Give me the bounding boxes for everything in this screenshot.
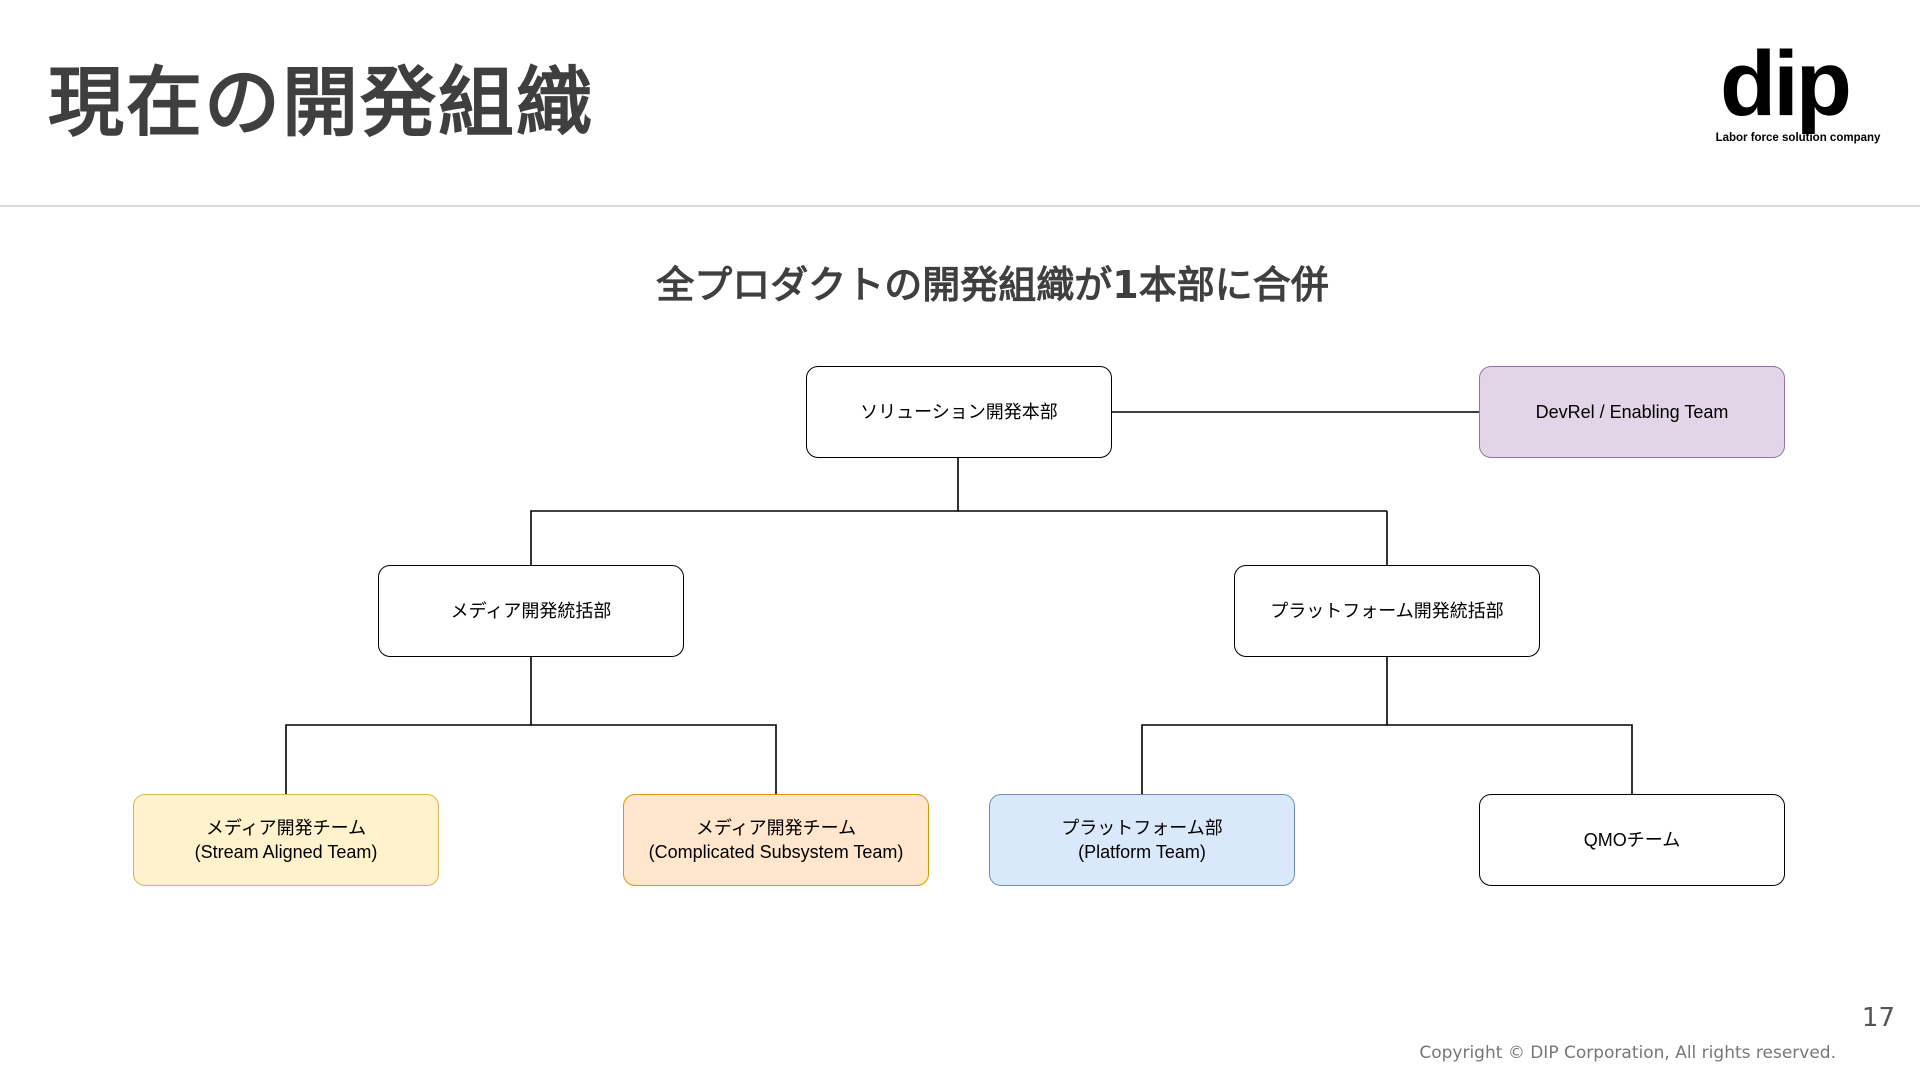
page-title: 現在の開発組織 [48, 58, 594, 147]
connector-media-complicated [531, 724, 777, 794]
logo-wordmark: dip [1720, 33, 1852, 135]
node-platform-team: プラットフォーム部 (Platform Team) [989, 794, 1295, 886]
node-solution-development-hq: ソリューション開発本部 [806, 366, 1112, 458]
node-sublabel: (Complicated Subsystem Team) [648, 842, 904, 862]
connector-platform-qmo [1387, 724, 1633, 794]
node-label: ソリューション開発本部 [860, 402, 1058, 422]
node-label: プラットフォーム部 [1061, 818, 1223, 838]
logo-tagline: Labor force solution company [1715, 132, 1881, 144]
node-media-stream-aligned-team: メディア開発チーム (Stream Aligned Team) [133, 794, 439, 886]
node-sublabel: (Stream Aligned Team) [194, 842, 378, 862]
node-label: メディア開発チーム [695, 818, 857, 838]
node-sublabel: (Platform Team) [1078, 842, 1206, 862]
connector-platform-teams [1141, 657, 1388, 794]
node-platform-division: プラットフォーム開発統括部 [1234, 565, 1540, 657]
node-label: メディア開発チーム [205, 818, 367, 838]
dip-logo: dip Labor force solution company [1700, 38, 1890, 148]
copyright-notice: Copyright © DIP Corporation, All rights … [1419, 1043, 1836, 1063]
page-number: 17 [1861, 1003, 1895, 1033]
node-label: DevRel / Enabling Team [1535, 402, 1729, 422]
node-media-division: メディア開発統括部 [378, 565, 684, 657]
node-label: メディア開発統括部 [450, 601, 612, 621]
header-divider [0, 205, 1920, 207]
node-label: プラットフォーム開発統括部 [1270, 601, 1504, 621]
diagram-subtitle: 全プロダクトの開発組織が1本部に合併 [656, 263, 1329, 307]
node-devrel-enabling-team: DevRel / Enabling Team [1479, 366, 1785, 458]
connector-root-divisions [530, 458, 959, 565]
node-label: QMOチーム [1583, 830, 1681, 850]
node-qmo-team: QMOチーム [1479, 794, 1785, 886]
connector-media-teams [285, 657, 532, 794]
node-media-complicated-subsystem-team: メディア開発チーム (Complicated Subsystem Team) [623, 794, 929, 886]
